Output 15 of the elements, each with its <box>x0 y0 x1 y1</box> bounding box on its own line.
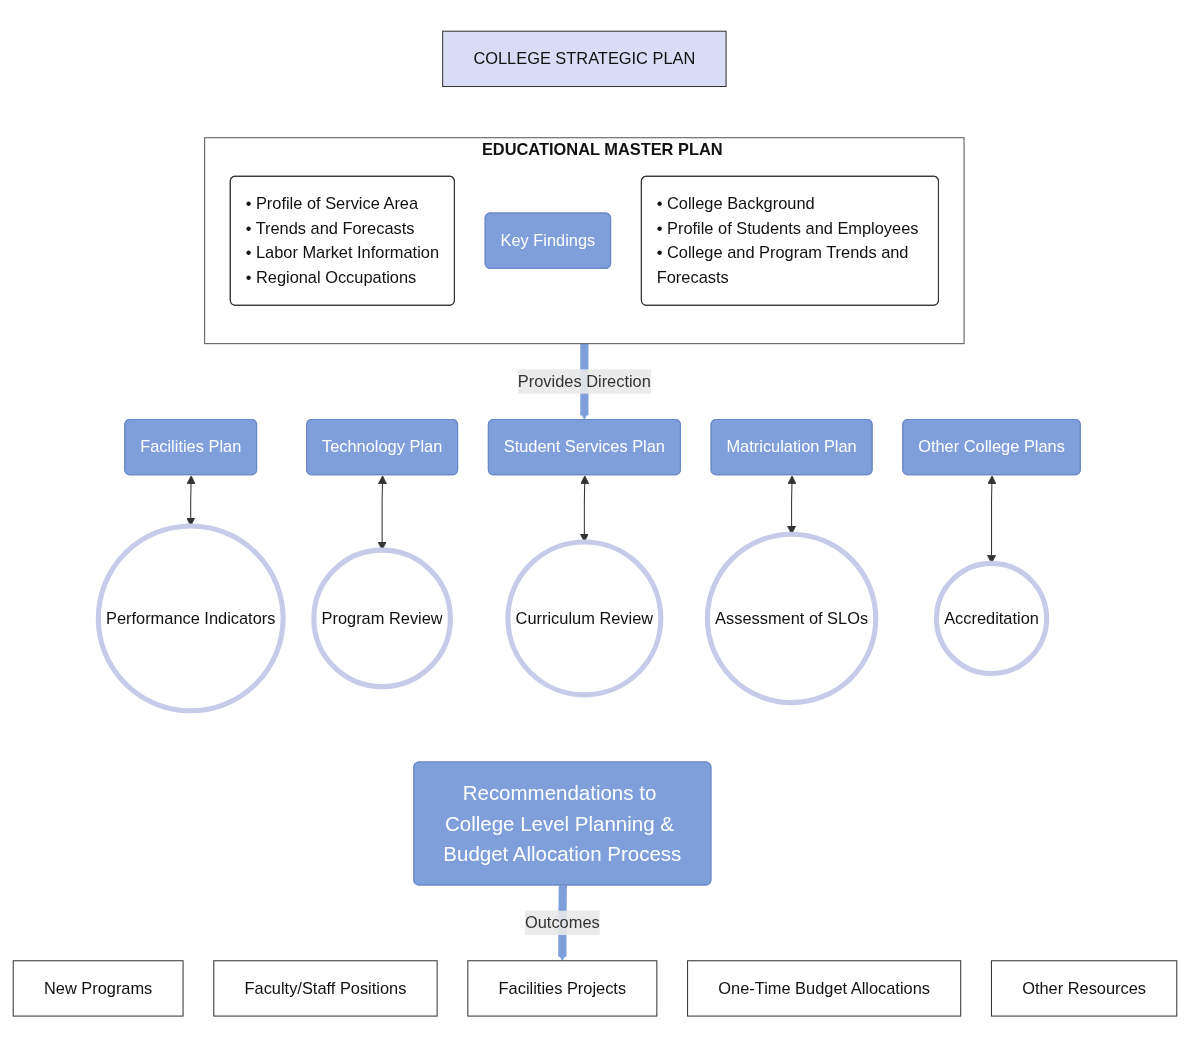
node-box <box>12 960 184 1017</box>
node-box <box>467 960 658 1017</box>
edge-label: Provides Direction <box>517 372 651 390</box>
edge-label: Outcomes <box>524 913 600 931</box>
diagram: COLLEGE STRATEGIC PLAN EDUCATIONAL MASTER PLAN • Profile of Service Area • Trends and Forecasts • Labor Market Information • Regional Occupations Key Findings • College Background • Profile of Students and Employees • College and Program Trends and Forecasts Provides Direction Facilities Plan Technology Plan Student Services Plan Matriculation Plan Other College Plans Performance Indicators Program Review Curriculum Review Assessment of SLOs Accreditation Recommendations to College Level Planning & Budget Allocation Process Outcomes New Programs Faculty/Staff Positions Facilities Projects One-Time Budget Allocations Other Resources <box>5 22 1185 1025</box>
node-circle <box>505 539 664 698</box>
node-box <box>213 960 438 1017</box>
node-box <box>687 960 962 1017</box>
node-circle <box>311 547 453 690</box>
node-circle <box>933 560 1050 676</box>
cluster <box>204 137 965 344</box>
node-box <box>990 960 1178 1017</box>
node-box <box>442 30 727 87</box>
node-circle <box>95 523 286 714</box>
node-circle <box>704 531 879 705</box>
